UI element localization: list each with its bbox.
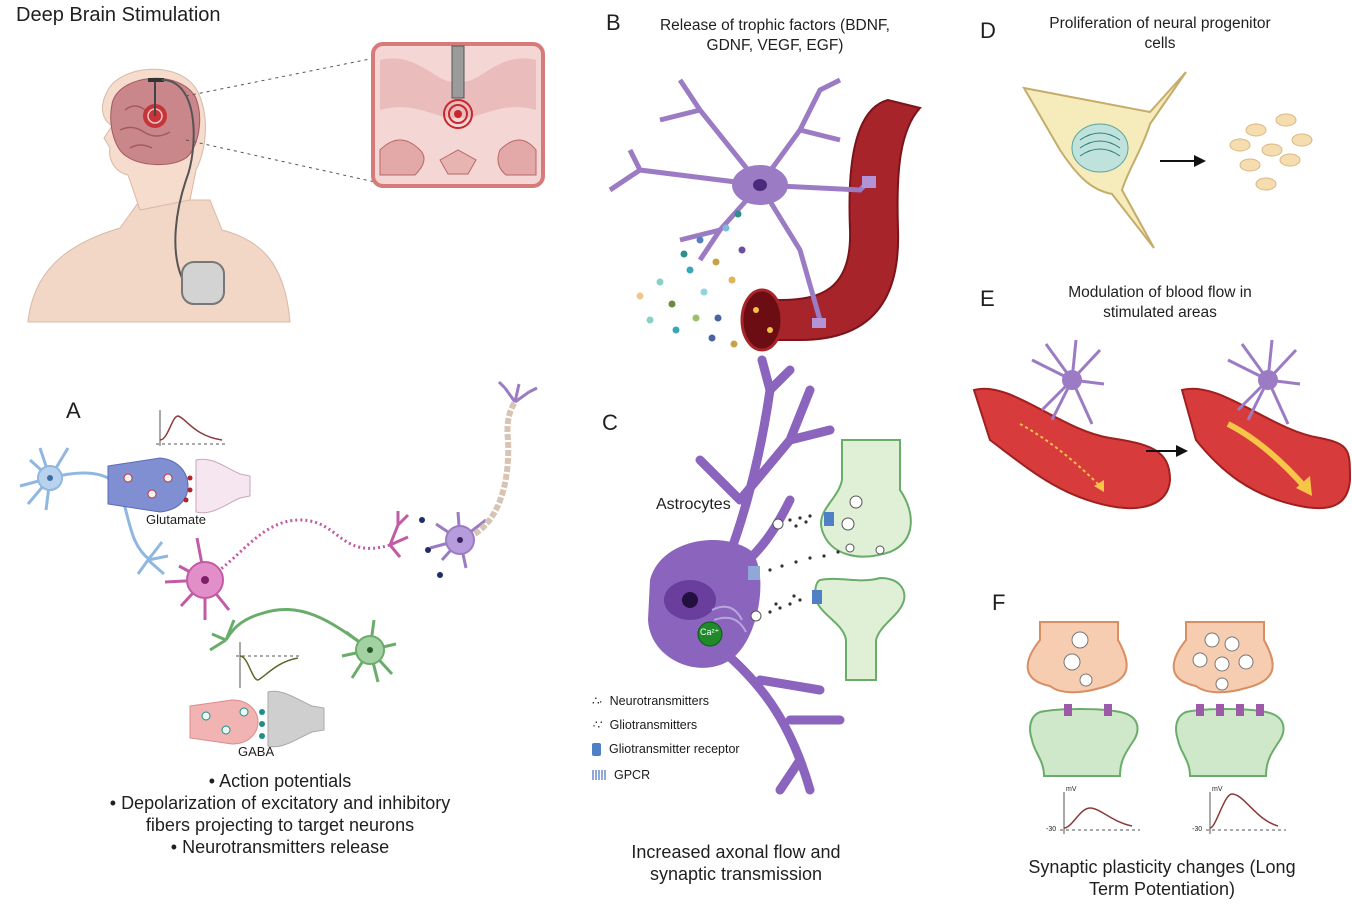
- f-graph-after: [1206, 792, 1286, 834]
- b-neuron: [608, 77, 872, 321]
- panel-f-caption: Synaptic plasticity changes (Long Term P…: [1028, 857, 1296, 899]
- panel-e-letter: E: [980, 286, 995, 311]
- dbs-illustration: [27, 42, 545, 323]
- bullet-1: • Action potentials: [208, 771, 352, 791]
- gliotransmitter-receptor-icon: [592, 742, 601, 756]
- blood-vessel: [759, 98, 922, 341]
- bullet-3: • Neurotransmitters release: [170, 837, 390, 857]
- glutamate-label: Glutamate: [146, 512, 206, 527]
- glutamate-postsynaptic: [195, 458, 251, 514]
- gpcr-icon: [592, 770, 606, 780]
- pulse-generator: [181, 261, 225, 305]
- gaba-postsynaptic: [267, 690, 325, 748]
- figure-title: Deep Brain Stimulation: [16, 4, 221, 26]
- bullet-2: • Depolarization of excitatory and inhib…: [109, 793, 451, 813]
- panel-b-header: Release of trophic factors (BDNF, GDNF, …: [659, 17, 890, 54]
- panel-d-letter: D: [980, 18, 996, 43]
- legend-gliotransmitters: ·∵ Gliotransmitters: [592, 718, 698, 732]
- f-graph-after-baseline: -30: [1192, 826, 1203, 833]
- f-graph-before: [1060, 792, 1140, 834]
- gaba-presynaptic: [189, 699, 259, 745]
- glutamate-presynaptic: [107, 457, 189, 513]
- ipsp-graph: [236, 642, 300, 688]
- lead-wire: [161, 79, 195, 279]
- epsp-graph: [156, 410, 226, 446]
- panel-b-letter: B: [606, 10, 621, 35]
- trophic-factor-particles: [636, 210, 746, 348]
- panel-a-letter: A: [66, 398, 81, 423]
- panel-a-bullets: • Action potentials • Depolarization of …: [0, 770, 560, 858]
- calcium-label: Ca²⁺: [700, 627, 720, 637]
- f-graph-before-baseline: -30: [1046, 826, 1057, 833]
- vessel-before: [972, 387, 1172, 510]
- c-presynaptic-top: [819, 439, 912, 558]
- vessel-opening: [740, 288, 784, 352]
- panel-c-letter: C: [602, 410, 618, 435]
- bullet-2-continued: fibers projecting to target neurons: [145, 815, 415, 835]
- panel-c-illustration: [648, 355, 912, 795]
- panel-b-illustration: [608, 77, 922, 352]
- c-postsynaptic-bottom: [814, 576, 906, 681]
- post-synapse-after: [1175, 708, 1285, 777]
- torso-shape: [27, 199, 291, 323]
- astrocytes-label: Astrocytes: [656, 496, 731, 513]
- proliferated-cells: [1229, 113, 1313, 191]
- legend-gpcr: GPCR: [592, 768, 650, 782]
- post-synapse-before: [1029, 708, 1139, 777]
- f-graph-before-unit: mV: [1066, 786, 1077, 793]
- panel-d-illustration: [1022, 71, 1313, 249]
- panel-e-header: Modulation of blood flow in stimulated a…: [1068, 284, 1252, 321]
- panel-a-illustration: [19, 380, 538, 748]
- panel-f-letter: F: [992, 590, 1006, 615]
- panel-e-illustration: [972, 339, 1352, 510]
- legend-gliotransmitter-receptor: Gliotransmitter receptor: [592, 742, 740, 756]
- neurotransmitters-dots-icon: ∴·: [592, 694, 603, 708]
- gaba-label: GABA: [238, 744, 275, 759]
- panel-f-illustration: [1026, 621, 1286, 834]
- gliotransmitters-dots-icon: ·∵: [592, 718, 603, 732]
- legend-neurotransmitters: ∴· Neurotransmitters: [592, 694, 709, 708]
- f-graph-after-unit: mV: [1212, 786, 1223, 793]
- panel-c-caption: Increased axonal flow and synaptic trans…: [631, 842, 841, 884]
- calcium-ion: [697, 621, 723, 647]
- panel-d-header: Proliferation of neural progenitor cells: [1049, 15, 1271, 52]
